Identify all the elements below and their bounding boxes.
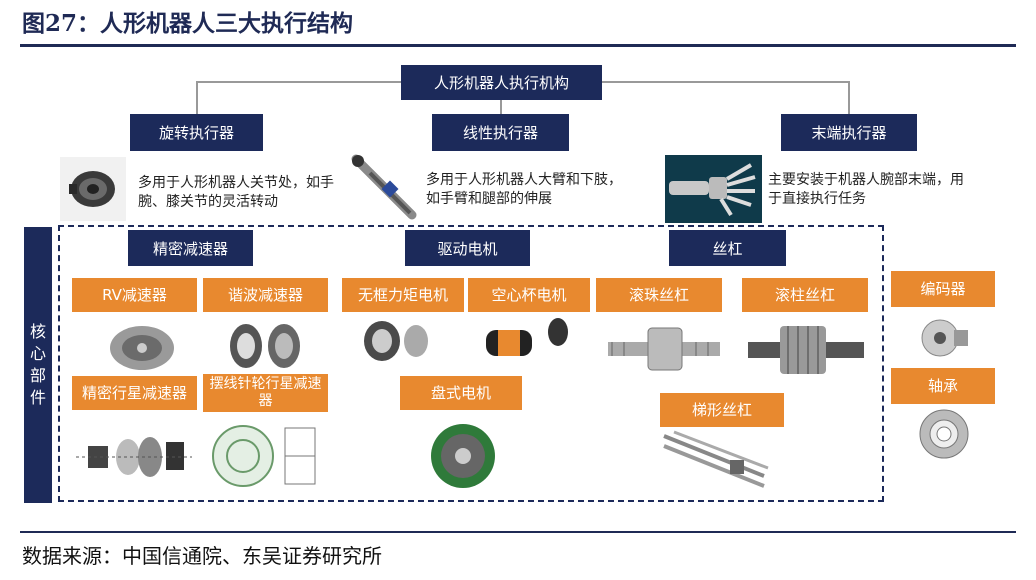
title-rule xyxy=(20,44,1016,47)
bearing-image xyxy=(916,406,972,462)
linear-actuator-desc: 多用于人形机器人大臂和下肢，如手臂和腿部的伸展 xyxy=(426,172,622,207)
core-components-frame xyxy=(58,225,884,502)
harmonic-reducer-image xyxy=(224,318,306,374)
frameless-torque-motor-image xyxy=(360,318,432,364)
rotary-actuator-desc: 多用于人形机器人关节处，如手腕、膝关节的灵活转动 xyxy=(138,175,334,210)
connector-center xyxy=(500,100,502,115)
disc-motor-image xyxy=(425,416,501,492)
coreless-motor-box: 空心杯电机 xyxy=(468,278,590,312)
coreless-motor-image xyxy=(478,312,578,368)
trapezoidal-screw-box: 梯形丝杠 xyxy=(660,393,784,427)
cycloidal-reducer-box: 摆线针轮行星减速器 xyxy=(203,374,328,412)
core-label-char: 核 xyxy=(29,322,46,341)
connector-left xyxy=(196,81,198,115)
end-effector-image xyxy=(665,155,762,223)
planetary-reducer-box: 精密行星减速器 xyxy=(72,376,197,410)
rotary-actuator-image xyxy=(60,157,126,221)
screw-group-header: 丝杠 xyxy=(669,230,786,266)
core-components-label: 核 心 部 件 xyxy=(24,227,52,503)
motor-group-header: 驱动电机 xyxy=(405,230,530,266)
ball-screw-box: 滚珠丝杠 xyxy=(596,278,722,312)
encoder-image xyxy=(916,312,972,362)
core-label-char: 部 xyxy=(29,366,46,385)
source-note: 数据来源：中国信通院、东吴证券研究所 xyxy=(22,544,382,568)
rv-reducer-image xyxy=(102,318,182,374)
root-node: 人形机器人执行机构 xyxy=(401,65,602,100)
planetary-reducer-image xyxy=(72,420,197,492)
connector-right xyxy=(848,81,850,115)
linear-actuator-image xyxy=(350,153,422,223)
reducer-group-header: 精密减速器 xyxy=(128,230,253,266)
ball-screw-image xyxy=(604,318,724,380)
cycloidal-reducer-image xyxy=(203,420,328,492)
rv-reducer-box: RV减速器 xyxy=(72,278,197,312)
core-label-char: 件 xyxy=(29,388,46,407)
frameless-torque-motor-box: 无框力矩电机 xyxy=(342,278,464,312)
harmonic-reducer-box: 谐波减速器 xyxy=(203,278,328,312)
end-effector-node: 末端执行器 xyxy=(781,114,917,151)
figure-title: 图27：人形机器人三大执行结构 xyxy=(22,10,354,37)
bearing-box: 轴承 xyxy=(891,368,995,404)
trapezoidal-screw-image xyxy=(660,430,772,492)
roller-screw-image xyxy=(742,312,870,388)
linear-actuator-node: 线性执行器 xyxy=(432,114,569,151)
encoder-box: 编码器 xyxy=(891,271,995,307)
disc-motor-box: 盘式电机 xyxy=(400,376,522,410)
core-label-char: 心 xyxy=(29,344,46,363)
end-effector-desc: 主要安装于机器人腕部末端，用于直接执行任务 xyxy=(768,172,964,207)
footer-rule xyxy=(20,531,1016,533)
rotary-actuator-node: 旋转执行器 xyxy=(130,114,263,151)
roller-screw-box: 滚柱丝杠 xyxy=(742,278,868,312)
